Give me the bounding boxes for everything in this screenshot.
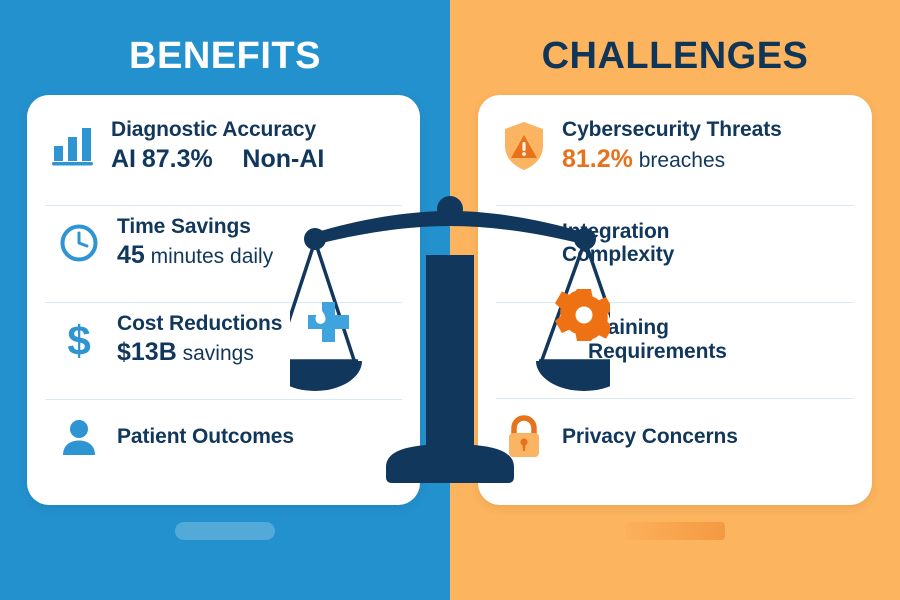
benefit-item-time-savings: Time Savings 45 minutes daily (45, 204, 402, 302)
balance-scale-graphic (268, 195, 632, 500)
benefit-label: Time Savings (117, 214, 251, 238)
benefit-item-diagnostic-accuracy: Diagnostic Accuracy AI 87.3% Non-AI (45, 109, 402, 205)
lock-icon (498, 408, 550, 464)
dollar-icon: $ (53, 312, 105, 368)
challenge-item-cybersecurity-threats: Cybersecurity Threats 81.2% breaches (496, 109, 854, 205)
challenge-value-line: 81.2% breaches (562, 144, 782, 175)
non-ai-label: Non-AI (242, 144, 325, 173)
breach-unit-label: breaches (638, 148, 726, 172)
benefit-item-patient-outcomes: Patient Outcomes (45, 398, 402, 495)
cost-savings-unit: savings (182, 342, 254, 366)
time-savings-unit: minutes daily (150, 245, 274, 269)
breach-percentage-value: 81.2% (562, 144, 633, 173)
benefits-card: Diagnostic Accuracy AI 87.3% Non-AI (27, 95, 420, 505)
medical-cross-drop-icon (308, 302, 349, 342)
benefits-heading: BENEFITS (129, 35, 321, 77)
benefit-value-line: $13B savings (117, 337, 282, 368)
benefit-label: Patient Outcomes (117, 425, 294, 449)
ai-prefix-label: AI (111, 144, 136, 173)
benefit-label: Diagnostic Accuracy (111, 118, 317, 141)
benefit-label: Cost Reductions (117, 311, 283, 335)
shield-warning-icon (498, 118, 550, 174)
ai-accuracy-value: 87.3% (141, 144, 213, 173)
benefit-value-line: AI 87.3% Non-AI (111, 144, 324, 175)
time-savings-value: 45 (117, 241, 145, 270)
cost-savings-value: $13B (117, 338, 177, 367)
challenge-label: Cybersecurity Threats (562, 118, 782, 141)
challenge-label: Training Requirements (588, 316, 727, 363)
decorative-bar-right (625, 522, 725, 540)
challenges-heading: CHALLENGES (541, 35, 809, 77)
challenges-card: Cybersecurity Threats 81.2% breaches Int… (478, 95, 872, 505)
bar-chart-icon (47, 118, 99, 174)
challenge-label: Privacy Concerns (562, 424, 738, 448)
benefit-item-cost-reductions: $ Cost Reductions $13B savings (45, 301, 402, 399)
challenge-item-privacy-concerns: Privacy Concerns (496, 398, 854, 495)
person-icon (53, 409, 105, 465)
gear-icon (555, 289, 613, 341)
svg-text:$: $ (67, 317, 90, 364)
decorative-bar-left (175, 522, 275, 540)
clock-icon (53, 215, 105, 271)
benefit-value-line: 45 minutes daily (117, 240, 273, 271)
